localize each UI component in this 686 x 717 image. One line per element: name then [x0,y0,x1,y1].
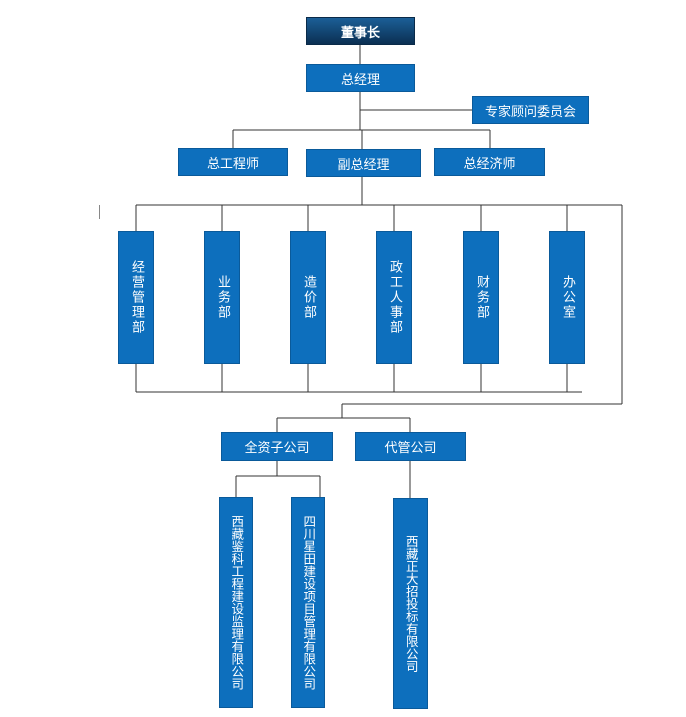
deputy-gm-box: 副总经理 [306,149,421,177]
company-tibet-zhengda-box: 西藏正大招投标有限公司 [393,498,428,709]
dept-hr-label: 政工人事部 [386,260,402,335]
text-cursor-mark [99,205,100,219]
dept-business-box: 业务部 [204,231,240,364]
managed-company-label: 代管公司 [384,441,437,456]
company-tibet-jianke-box: 西藏鉴科工程建设监理有限公司 [219,497,253,708]
deputy-gm-label: 副总经理 [337,157,390,173]
dept-cost-box: 造价部 [290,231,326,364]
chief-engineer-box: 总工程师 [178,148,288,176]
company-sichuan-xingtian-label: 四川星田建设项目管理有限公司 [301,515,317,690]
dept-hr-box: 政工人事部 [376,231,412,364]
dept-finance-label: 财务部 [473,275,489,320]
chairman-label: 董事长 [340,25,380,41]
dept-business-label: 业务部 [214,275,230,320]
wholly-owned-subsidiary-box: 全资子公司 [221,432,333,461]
company-sichuan-xingtian-box: 四川星田建设项目管理有限公司 [291,497,325,708]
dept-finance-box: 财务部 [463,231,499,364]
dept-office-box: 办公室 [549,231,585,364]
company-tibet-zhengda-label: 西藏正大招投标有限公司 [403,534,419,673]
chief-engineer-label: 总工程师 [206,156,259,172]
dept-operations-box: 经营管理部 [118,231,154,364]
wholly-owned-subsidiary-label: 全资子公司 [244,441,310,456]
expert-committee-box: 专家顾问委员会 [472,96,589,124]
expert-committee-label: 专家顾问委员会 [484,104,576,120]
chairman-box: 董事长 [306,17,415,45]
managed-company-box: 代管公司 [355,432,466,461]
general-manager-label: 总经理 [340,72,380,88]
chief-economist-label: 总经济师 [463,156,516,172]
dept-office-label: 办公室 [559,275,575,320]
general-manager-box: 总经理 [306,64,415,92]
chief-economist-box: 总经济师 [434,148,545,176]
dept-operations-label: 经营管理部 [128,260,144,335]
dept-cost-label: 造价部 [300,275,316,320]
company-tibet-jianke-label: 西藏鉴科工程建设监理有限公司 [229,515,245,690]
